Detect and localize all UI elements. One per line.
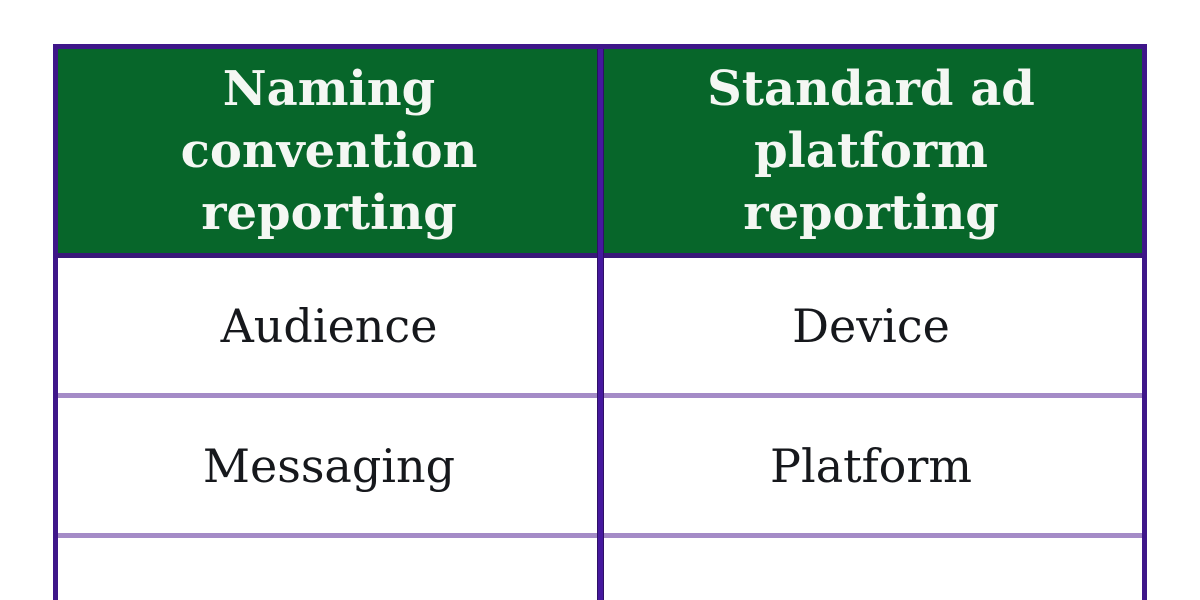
cell-cutoff-left xyxy=(58,538,600,600)
comparison-table: Naming convention reporting Standard ad … xyxy=(53,44,1147,600)
cell-messaging: Messaging xyxy=(202,438,456,493)
cell-audience: Audience xyxy=(220,298,438,353)
cell-platform: Platform xyxy=(770,438,972,493)
cell-cutoff-right xyxy=(600,538,1142,600)
header-cell-standard-ad-platform-reporting: Standard ad platform reporting xyxy=(707,61,1035,241)
header-cell-naming-convention-reporting: Naming convention reporting xyxy=(180,61,478,241)
cell-device: Device xyxy=(792,298,950,353)
column-divider xyxy=(596,49,604,600)
